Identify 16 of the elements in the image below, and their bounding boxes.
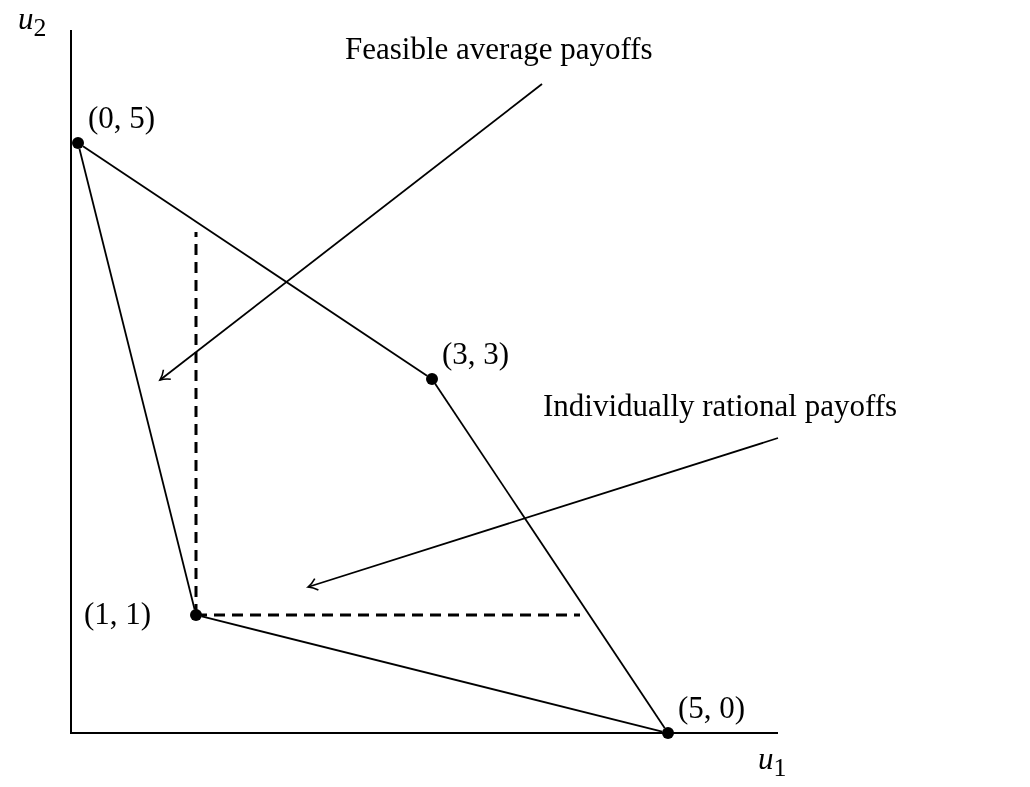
axis-label: u$_{1}$ <box>758 742 787 783</box>
boundary-line <box>82 145 428 377</box>
annotation-label: Individually rational payoffs <box>543 389 898 424</box>
point-marker <box>72 137 84 149</box>
boundary-line <box>434 383 666 729</box>
coordinate-label: (3, 3) <box>442 337 510 372</box>
boundary-line <box>200 615 664 733</box>
boundary-line <box>78 147 196 611</box>
point-marker <box>662 727 674 739</box>
point-marker <box>190 609 202 621</box>
coordinate-label: (0, 5) <box>88 101 156 136</box>
coordinate-label: (1, 1) <box>84 597 152 632</box>
annotation-label: Feasible average payoffs <box>345 32 653 67</box>
coordinate-label: (5, 0) <box>678 691 746 726</box>
point-marker <box>426 373 438 385</box>
axis-label: u$_{2}$ <box>18 2 47 43</box>
